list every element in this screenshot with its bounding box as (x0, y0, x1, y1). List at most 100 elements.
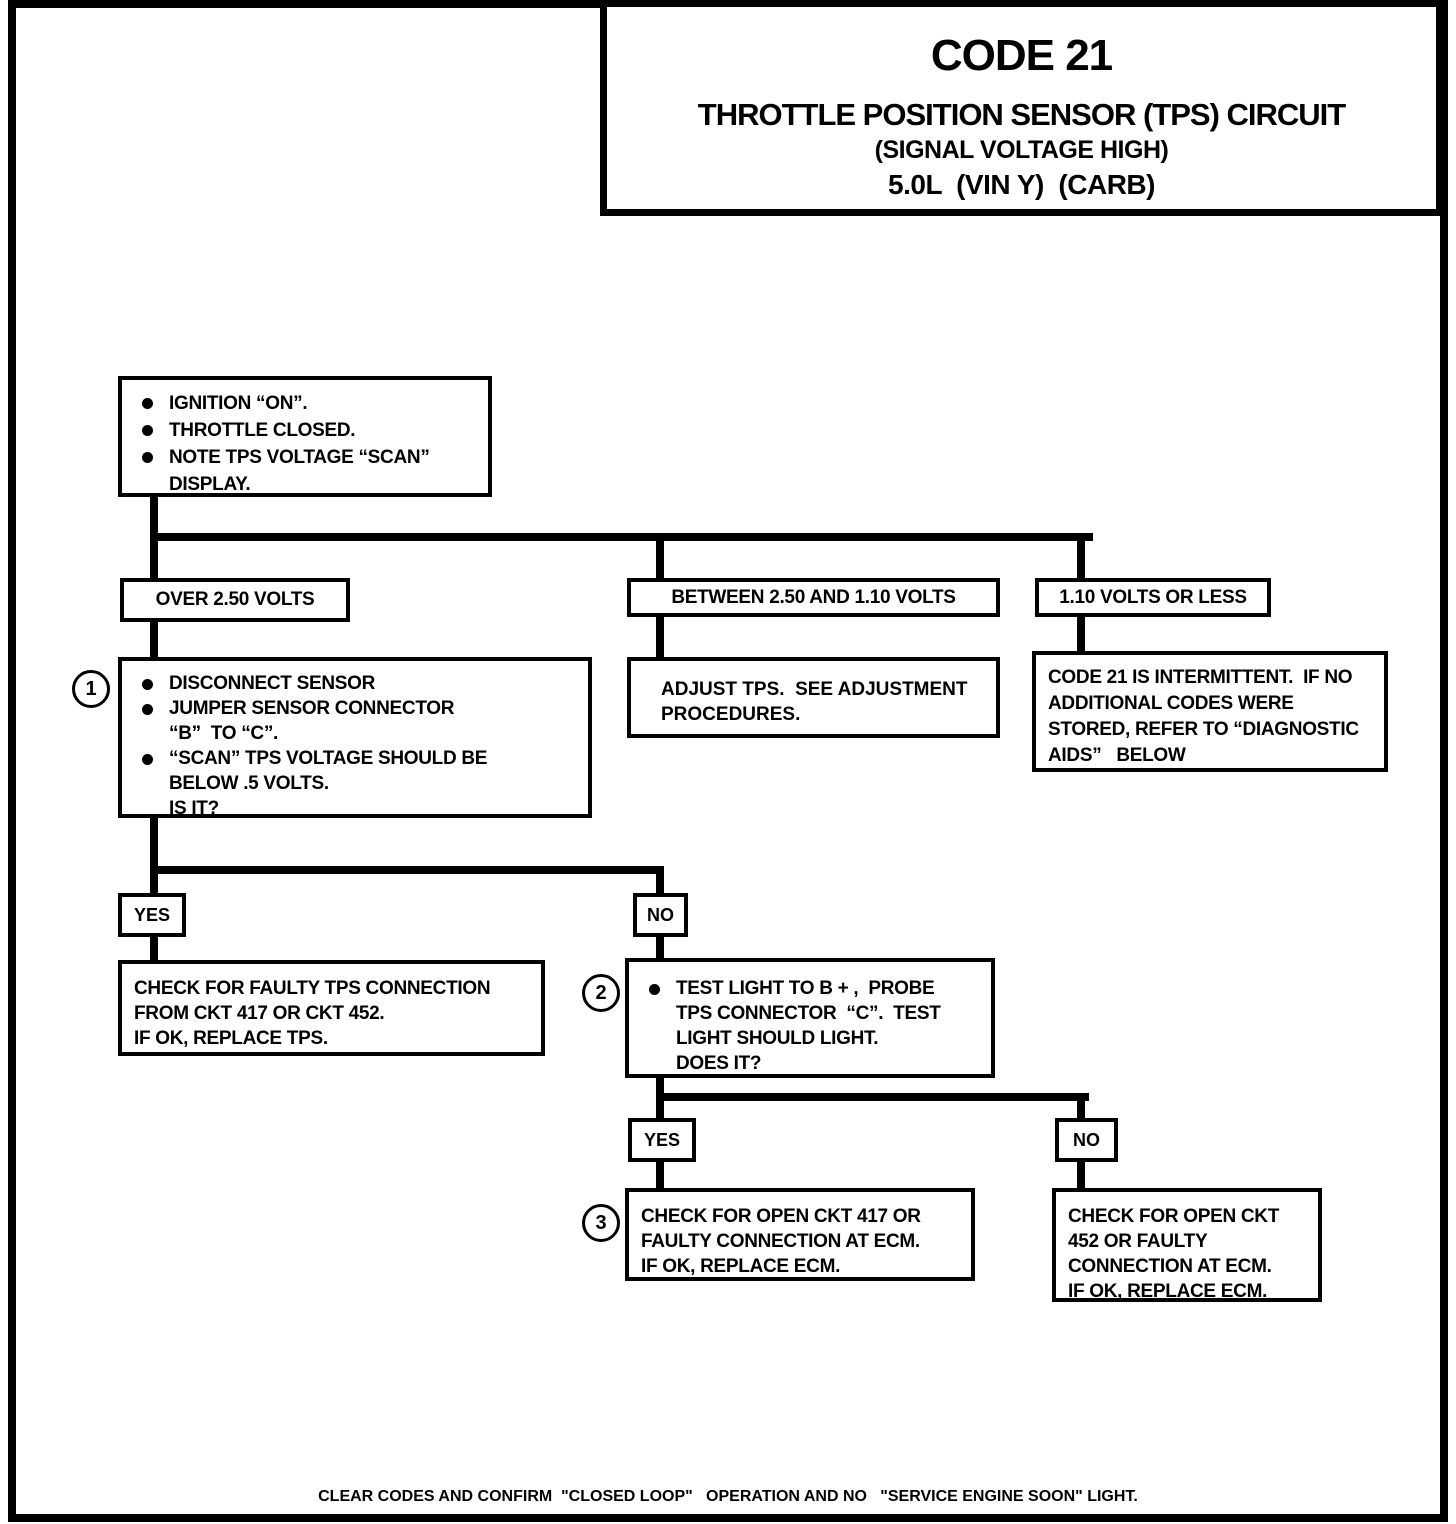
ckt417-line-1: CHECK FOR OPEN CKT 417 OR (641, 1206, 921, 1227)
intermittent-line-3: STORED, REFER TO “DIAGNOSTIC (1048, 719, 1359, 740)
branch-less-label: 1.10 VOLTS OR LESS (1059, 586, 1247, 608)
check-ckt452-box: CHECK FOR OPEN CKT 452 OR FAULTY CONNECT… (1052, 1188, 1322, 1302)
step-number-3: 3 (595, 1211, 607, 1234)
connector-step1-down (150, 818, 158, 893)
step1-row-6: IS IT? (142, 796, 580, 821)
step-number-1: 1 (85, 677, 97, 700)
step1-row-2: JUMPER SENSOR CONNECTOR (142, 696, 580, 721)
connector-start-down (150, 497, 158, 541)
connector-drop-no2 (1077, 1093, 1085, 1118)
check-tps-line-3: IF OK, REPLACE TPS. (134, 1028, 328, 1049)
footer-note: CLEAR CODES AND CONFIRM "CLOSED LOOP" OP… (318, 1488, 1138, 1505)
intermittent-box: CODE 21 IS INTERMITTENT. IF NO ADDITIONA… (1032, 651, 1388, 772)
title-code: CODE 21 (930, 31, 1113, 80)
start-line-4: DISPLAY. (169, 474, 251, 495)
step2-line-1: TEST LIGHT TO B + , PROBE (676, 978, 935, 999)
adjust-line-1: ADJUST TPS. SEE ADJUSTMENT (661, 679, 968, 700)
step1-row-4: “SCAN” TPS VOLTAGE SHOULD BE (142, 746, 580, 771)
check-ckt417-box: CHECK FOR OPEN CKT 417 OR FAULTY CONNECT… (625, 1188, 975, 1281)
connector-no1-down (656, 937, 664, 958)
ckt452-line-1: CHECK FOR OPEN CKT (1068, 1206, 1279, 1227)
step-number-circle-3: 3 (582, 1204, 620, 1242)
ckt452-line-2: 452 OR FAULTY (1068, 1231, 1208, 1252)
connector-drop-no1 (656, 866, 664, 893)
bullet-icon (142, 452, 153, 463)
step1-line-3: “B” TO “C”. (169, 723, 278, 744)
start-row-4: DISPLAY. (142, 471, 480, 498)
branch-over-label: OVER 2.50 VOLTS (155, 589, 315, 610)
branch-over-box: OVER 2.50 VOLTS (120, 578, 350, 622)
bullet-icon (142, 425, 153, 436)
connector-drop-less (1077, 541, 1085, 578)
connector-no2-down (1077, 1162, 1085, 1188)
check-tps-line-2: FROM CKT 417 OR CKT 452. (134, 1003, 385, 1024)
no2-box: NO (1055, 1118, 1118, 1162)
step1-box: DISCONNECT SENSOR JUMPER SENSOR CONNECTO… (118, 657, 592, 821)
no1-box: NO (633, 893, 688, 937)
connector-between-adjust (656, 615, 664, 657)
title-condition: (SIGNAL VOLTAGE HIGH) (874, 136, 1169, 164)
step2-box: TEST LIGHT TO B + , PROBE TPS CONNECTOR … (625, 958, 995, 1078)
ckt452-line-3: CONNECTION AT ECM. (1068, 1256, 1272, 1277)
step2-line-4: DOES IT? (676, 1053, 762, 1074)
check-tps-box: CHECK FOR FAULTY TPS CONNECTION FROM CKT… (118, 960, 545, 1056)
title-box: CODE 21 THROTTLE POSITION SENSOR (TPS) C… (600, 0, 1443, 216)
step-number-2: 2 (595, 981, 607, 1004)
step1-line-1: DISCONNECT SENSOR (169, 673, 376, 694)
start-line-3: NOTE TPS VOLTAGE “SCAN” (169, 447, 430, 468)
bullet-icon (649, 984, 660, 995)
intermittent-line-1: CODE 21 IS INTERMITTENT. IF NO (1048, 667, 1353, 688)
adjust-line-2: PROCEDURES. (661, 704, 801, 725)
check-tps-line-1: CHECK FOR FAULTY TPS CONNECTION (134, 978, 491, 999)
step2-row-3: LIGHT SHOULD LIGHT. (649, 1026, 983, 1051)
step2-line-3: LIGHT SHOULD LIGHT. (676, 1028, 879, 1049)
step1-line-6: IS IT? (169, 798, 219, 819)
bullet-icon (142, 679, 153, 690)
no1-label: NO (647, 904, 674, 925)
start-row-1: IGNITION “ON”. (142, 390, 480, 417)
yes1-box: YES (118, 893, 186, 937)
step2-row-2: TPS CONNECTOR “C”. TEST (649, 1001, 983, 1026)
step2-row-4: DOES IT? (649, 1051, 983, 1076)
step-number-circle-2: 2 (582, 974, 620, 1012)
intermittent-line-2: ADDITIONAL CODES WERE (1048, 693, 1294, 714)
step1-row-3: “B” TO “C”. (142, 721, 580, 746)
connector-over-step1 (150, 620, 158, 657)
intermittent-line-4: AIDS” BELOW (1048, 745, 1186, 766)
step1-row-5: BELOW .5 VOLTS. (142, 771, 580, 796)
no2-label: NO (1073, 1129, 1100, 1150)
bullet-icon (142, 754, 153, 765)
connector-branch-horizontal (150, 533, 1093, 541)
step1-line-5: BELOW .5 VOLTS. (169, 773, 329, 794)
step2-line-2: TPS CONNECTOR “C”. TEST (676, 1003, 941, 1024)
branch-between-label: BETWEEN 2.50 AND 1.10 VOLTS (671, 586, 956, 608)
yes2-label: YES (643, 1129, 681, 1150)
start-row-2: THROTTLE CLOSED. (142, 417, 480, 444)
branch-between-box: BETWEEN 2.50 AND 1.10 VOLTS (627, 578, 1000, 617)
start-line-1: IGNITION “ON”. (169, 393, 308, 414)
connector-drop-between (656, 541, 664, 578)
ckt417-line-3: IF OK, REPLACE ECM. (641, 1256, 841, 1277)
connector-less-intermittent (1077, 615, 1085, 651)
step2-row-1: TEST LIGHT TO B + , PROBE (649, 976, 983, 1001)
start-row-3: NOTE TPS VOLTAGE “SCAN” (142, 444, 480, 471)
connector-split2-horizontal (656, 1093, 1089, 1101)
yes2-box: YES (628, 1118, 696, 1162)
connector-split1-horizontal (150, 866, 664, 874)
branch-less-box: 1.10 VOLTS OR LESS (1035, 578, 1271, 617)
title-engine: 5.0L (VIN Y) (CARB) (888, 169, 1155, 200)
ckt417-line-2: FAULTY CONNECTION AT ECM. (641, 1231, 920, 1252)
yes1-label: YES (133, 904, 171, 925)
start-line-2: THROTTLE CLOSED. (169, 420, 356, 441)
step1-row-1: DISCONNECT SENSOR (142, 671, 580, 696)
step1-line-4: “SCAN” TPS VOLTAGE SHOULD BE (169, 748, 488, 769)
connector-yes2-down (656, 1162, 664, 1188)
step-number-circle-1: 1 (72, 670, 110, 708)
title-circuit: THROTTLE POSITION SENSOR (TPS) CIRCUIT (697, 97, 1346, 132)
ckt452-line-4: IF OK, REPLACE ECM. (1068, 1281, 1268, 1302)
connector-yes1-down (150, 937, 158, 960)
bullet-icon (142, 398, 153, 409)
bullet-icon (142, 704, 153, 715)
step1-line-2: JUMPER SENSOR CONNECTOR (169, 698, 455, 719)
